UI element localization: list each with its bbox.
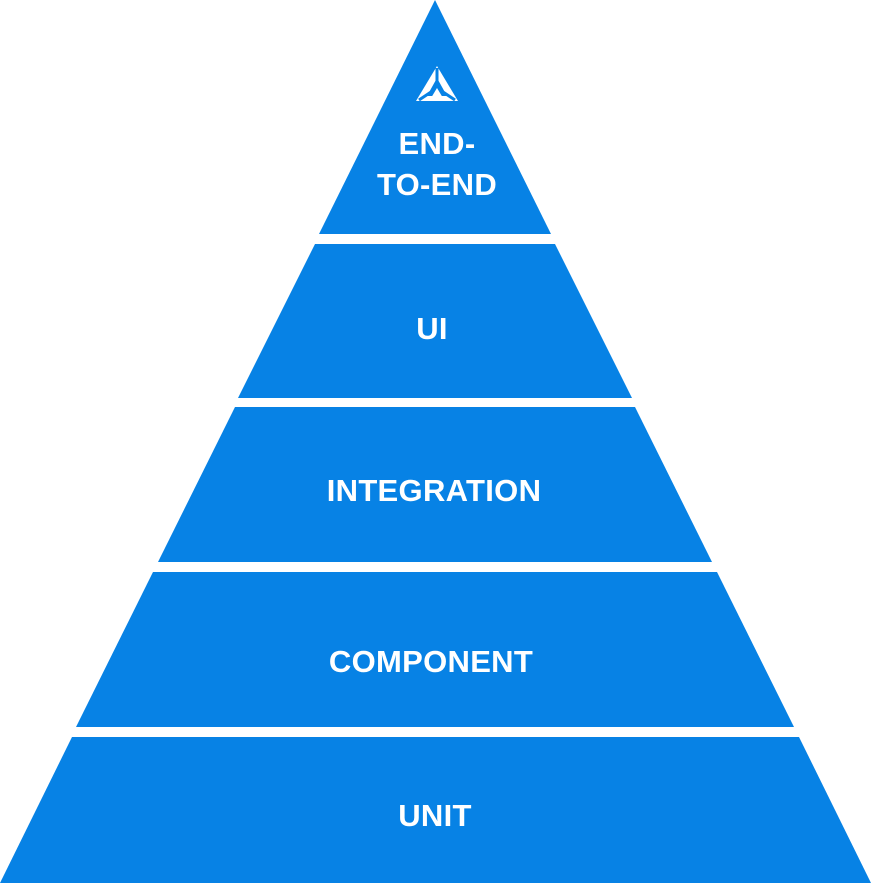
tier-end-to-end: END- TO-END	[319, 0, 551, 234]
tier-component-shape	[76, 572, 794, 727]
tier-component-label: COMPONENT	[329, 644, 533, 679]
logo-icon	[416, 66, 458, 102]
tier-integration-label: INTEGRATION	[327, 473, 542, 508]
tier-end-to-end-label-line-1: END-	[399, 126, 476, 161]
tier-unit-shape	[0, 737, 871, 883]
tier-unit-label: UNIT	[398, 798, 472, 833]
tier-integration: INTEGRATION	[158, 407, 712, 562]
tier-ui: UI	[238, 244, 632, 398]
tier-ui-shape	[238, 244, 632, 398]
tier-ui-label: UI	[416, 311, 448, 346]
tier-component: COMPONENT	[76, 572, 794, 727]
tier-end-to-end-label-line-2: TO-END	[377, 167, 497, 202]
tier-end-to-end-shape	[319, 0, 551, 234]
tier-unit: UNIT	[0, 737, 871, 883]
tier-integration-shape	[158, 407, 712, 562]
